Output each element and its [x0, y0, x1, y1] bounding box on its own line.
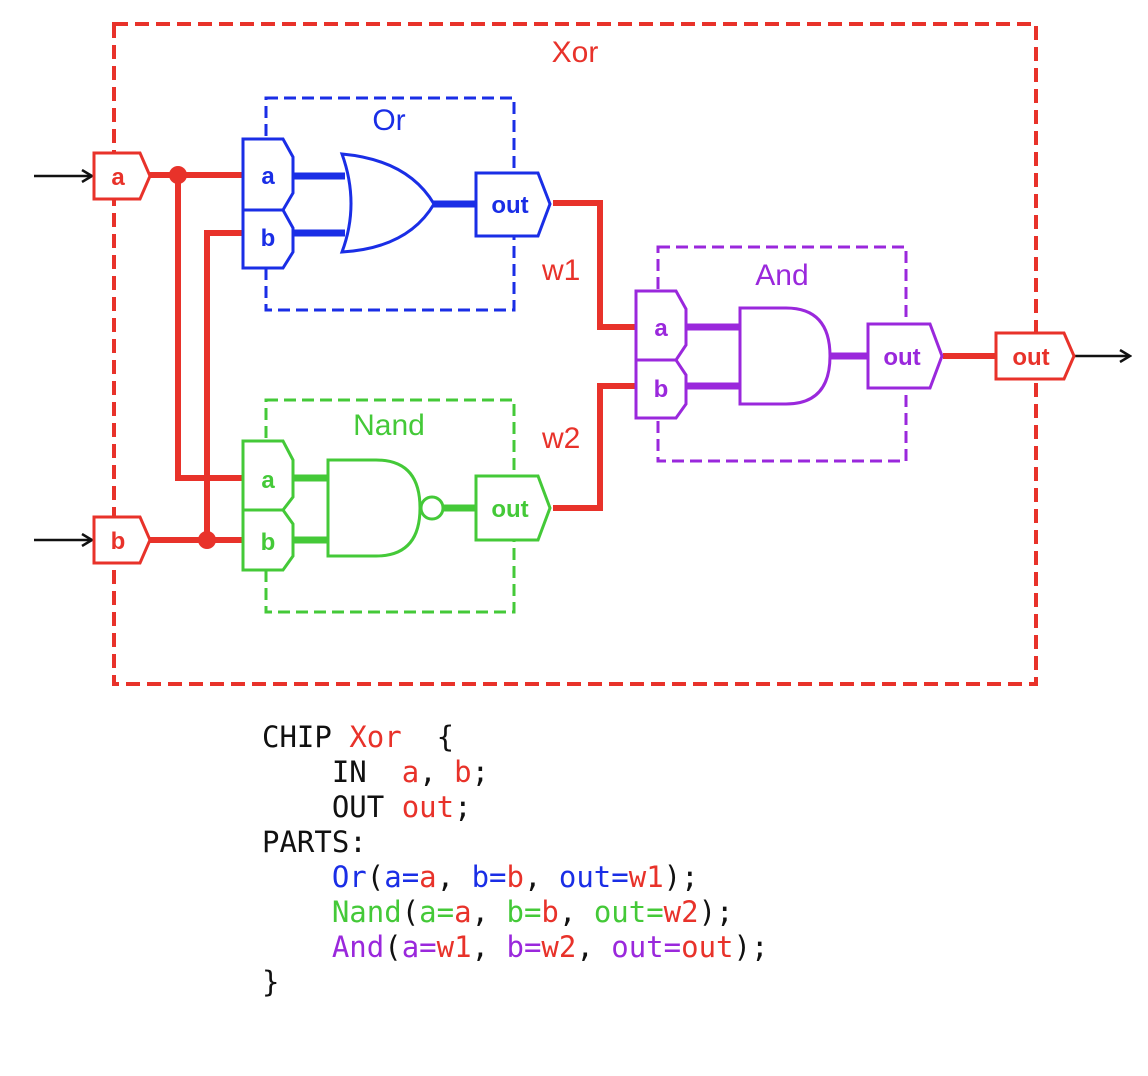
xor-input-pin-a — [92, 151, 152, 201]
xor-title: Xor — [552, 36, 599, 69]
or-title: Or — [372, 104, 405, 137]
junction-dot-a — [169, 166, 187, 184]
nand-bubble — [419, 495, 445, 521]
nand-title: Nand — [353, 409, 425, 442]
and-pin-b-label: b — [654, 376, 669, 403]
wire-a-to-nand-a — [175, 175, 243, 481]
xor-output-pin-out-label: out — [1012, 344, 1049, 371]
code-line-8: } — [262, 965, 280, 999]
xor-input-pin-a-label: a — [111, 164, 125, 191]
and-title: And — [755, 259, 808, 292]
nand-pin-out-label: out — [491, 496, 528, 523]
or-gate-symbol — [339, 152, 436, 254]
and-gate-symbol — [738, 306, 832, 406]
or-pin-b — [241, 208, 295, 270]
or-pin-b-label: b — [261, 225, 276, 252]
xor-wires — [150, 172, 996, 543]
xor-input-pin-b-label: b — [111, 528, 126, 555]
xor-input-pin-b — [92, 515, 152, 565]
code-line-5: Or(a=a, b=b, out=w1); — [331, 860, 699, 894]
nand-pin-b-label: b — [261, 529, 276, 556]
and-pin-b — [634, 358, 688, 420]
wire-label-w1: w1 — [541, 254, 580, 287]
code-line-7: And(a=w1, b=w2, out=out); — [331, 930, 769, 964]
or-chip: Or a b out — [241, 96, 552, 312]
code-line-1: CHIP Xor { — [262, 720, 455, 754]
nand-gate-symbol — [326, 458, 422, 558]
xor-circuit-diagram: Xor w1 w2 a b out Or a b out — [34, 22, 1148, 686]
nand-pin-a-label: a — [261, 467, 275, 494]
or-pin-out — [474, 171, 552, 238]
hdl-code-listing: CHIP Xor { IN a, b; OUT out; PARTS: Or(a… — [262, 720, 768, 1000]
and-pin-out — [866, 322, 944, 390]
and-pin-out-label: out — [883, 344, 920, 371]
code-line-4: PARTS: — [262, 825, 367, 859]
wire-b-to-or-b — [204, 230, 243, 540]
nand-pin-b — [241, 508, 295, 572]
junction-dot-b — [198, 531, 216, 549]
xor-output-pin-out — [994, 331, 1076, 381]
and-pin-a-label: a — [654, 315, 668, 342]
and-chip: And a b out — [634, 245, 944, 463]
code-line-3: OUT out; — [331, 790, 472, 824]
wire-w2 — [553, 383, 636, 511]
nand-pin-out — [474, 474, 552, 542]
wire-w1 — [553, 200, 636, 330]
code-line-2: IN a, b; — [331, 755, 490, 789]
nand-chip: Nand a b out — [241, 398, 552, 614]
or-pin-a-label: a — [261, 163, 275, 190]
or-pin-out-label: out — [491, 192, 528, 219]
wire-label-w2: w2 — [541, 422, 580, 455]
code-line-6: Nand(a=a, b=b, out=w2); — [331, 895, 734, 929]
